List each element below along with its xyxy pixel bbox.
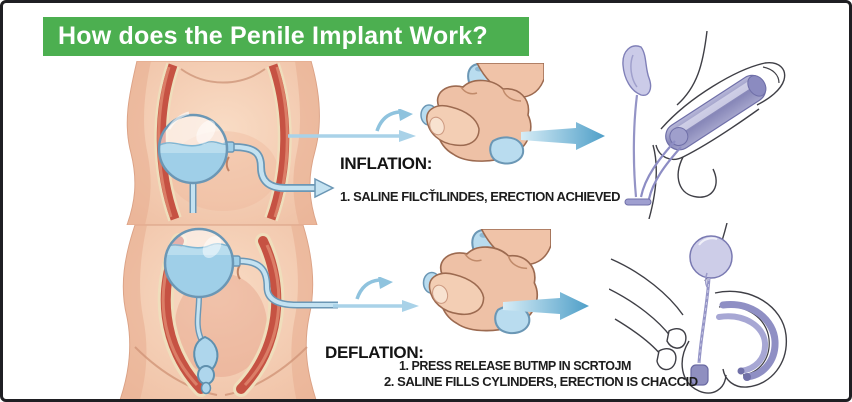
page-title: How does the Penile Implant Work?: [58, 22, 488, 50]
inflation-flow-arrow-icon: [288, 130, 416, 142]
inflation-label: INFLATION:: [340, 154, 433, 173]
abdomen-reservoir-illustration: [126, 61, 335, 225]
implant-reservoir-balloon: [689, 235, 733, 279]
inflated-cylinder: [665, 74, 767, 151]
pelvis-reservoir-pump-illustration: [119, 225, 338, 399]
implant-reservoir-balloon: [622, 45, 652, 96]
pump: [690, 364, 709, 386]
deflation-squeeze-arrow-icon: [355, 277, 393, 300]
pump-bulb-bottom: [489, 136, 525, 165]
deflation-flow-arrow-icon: [333, 300, 419, 312]
title-banner: How does the Penile Implant Work?: [43, 17, 529, 56]
inflation-squeeze-arrow-icon: [375, 109, 413, 132]
saline-reservoir: [157, 111, 229, 185]
deflation-hand-pump-illustration: [422, 229, 551, 335]
deflation-label: DEFLATION:: [325, 343, 424, 362]
tube-exit-arrow-icon: [314, 177, 335, 199]
deflation-step-1: 1. PRESS RELEASE BUTMP IN SCRTOJM: [399, 359, 631, 373]
deflated-cylinder-2: [716, 313, 769, 374]
flaccid-penis-implant-illustration: [609, 223, 787, 394]
scrotal-pump: [193, 335, 219, 395]
thumb: [428, 272, 485, 316]
deflation-transfer-arrow-icon: [503, 292, 589, 320]
saline-reservoir-full: [163, 227, 235, 299]
inflation-step-1: 1. SALINE FILCŤILINDES, ERECTION ACHIEVE…: [340, 189, 621, 204]
deflation-step-2: 2. SALINE FILLS CYLINDERS, ERECTION IS C…: [384, 374, 698, 389]
deflated-cylinder-1: [719, 301, 779, 381]
inflation-transfer-arrow-icon: [521, 122, 605, 150]
thumb: [426, 105, 480, 147]
erect-penis-implant-illustration: [622, 31, 786, 219]
inflation-hand-pump-illustration: [420, 63, 544, 165]
